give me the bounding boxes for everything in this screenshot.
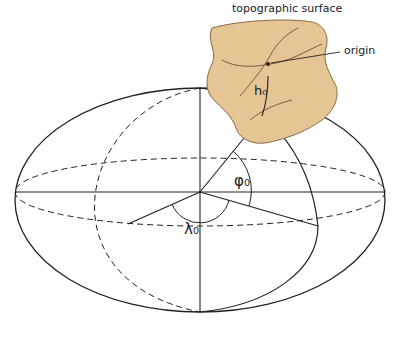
latitude-label: φ₀ [234,174,250,189]
latitude-arc [233,151,251,206]
longitude-arc [172,200,229,223]
longitude-label: λ₀ [184,222,199,237]
origin-point [266,62,270,66]
height-label: h₀ [254,84,267,97]
origin-label: origin [344,45,375,56]
leader-line [271,52,340,63]
surface-label: topographic surface [232,3,342,14]
topographic-surface [207,20,337,143]
terrain-lines [222,28,322,120]
radius-line [200,192,318,226]
back-meridian [94,88,200,312]
ellipsoid-outline [15,88,385,312]
polar-axis [199,88,200,312]
radius-line [128,192,200,224]
